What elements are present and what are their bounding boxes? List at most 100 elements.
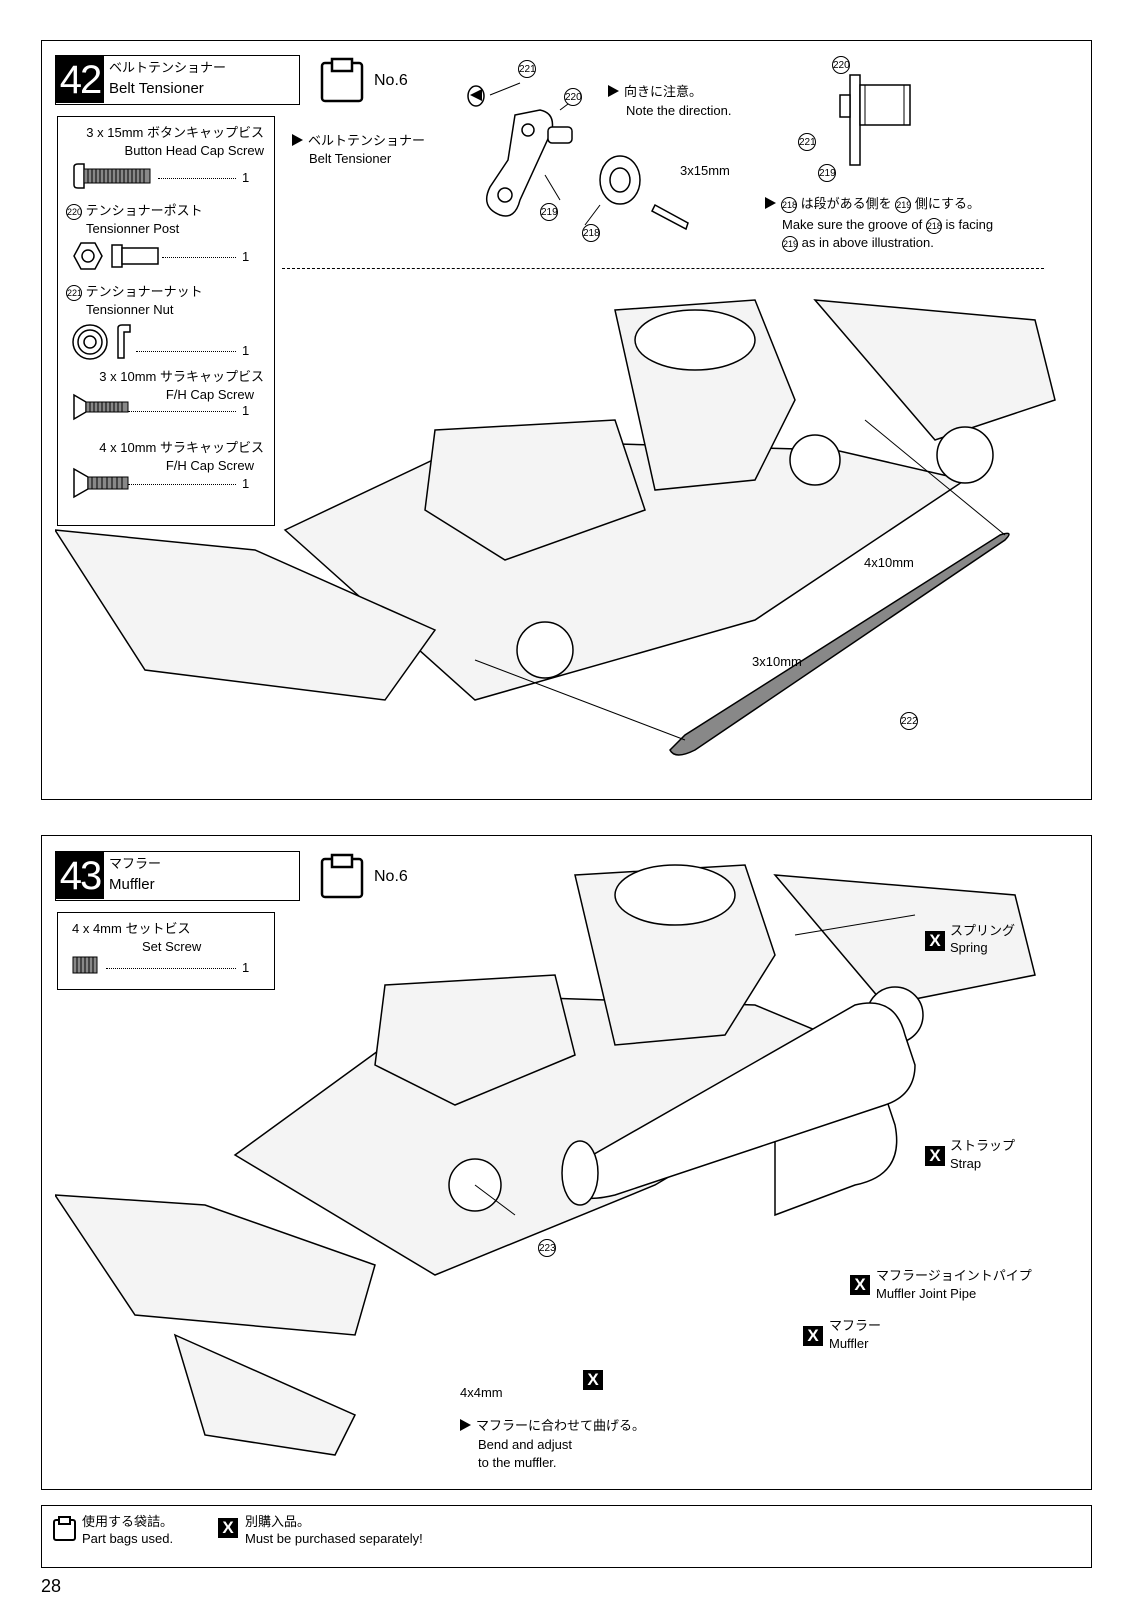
tensioner-nut-icon xyxy=(72,324,131,360)
spring-label-jp: スプリング xyxy=(950,923,1016,938)
screw-3x10-label: 3x10mm xyxy=(752,654,802,669)
bag-icon xyxy=(53,1516,76,1541)
part-3x10-name-jp: サラキャップビス xyxy=(159,369,264,384)
part-3x10-size: 3 x 10mm xyxy=(99,369,157,384)
groove-en-a: Make sure the groove of xyxy=(782,217,923,232)
legend-bag-en: Part bags used. xyxy=(82,1531,174,1546)
ref-219-callout: 219 xyxy=(540,203,558,221)
bag-icon xyxy=(320,853,366,903)
arrow-icon xyxy=(460,1419,471,1431)
qty-leader xyxy=(106,968,236,969)
step-43-bag-label: No.6 xyxy=(374,868,408,885)
ref-221-callout: 221 xyxy=(798,133,816,151)
set-screw-icon xyxy=(72,956,98,974)
groove-note: 218 は段がある側を 219 側にする。 xyxy=(765,196,980,213)
screw-4x10-label: 4x10mm xyxy=(864,555,914,570)
bend-note-en-2: to the muffler. xyxy=(478,1455,557,1470)
qty-leader xyxy=(128,484,236,485)
joint-label-jp: マフラージョイントパイプ xyxy=(876,1268,1032,1283)
step-42-bag-label: No.6 xyxy=(374,72,408,89)
qty-leader xyxy=(136,351,236,352)
part-3x15-label: 3 x 15mm ボタンキャップビス xyxy=(64,125,264,141)
belt-tensioner-callout-en: Belt Tensioner xyxy=(309,151,392,166)
purchase-separately-icon: X xyxy=(925,931,945,951)
purchase-separately-icon: X xyxy=(583,1370,603,1390)
button-head-screw-icon xyxy=(73,163,151,189)
page-number: 28 xyxy=(41,1576,62,1596)
legend-box: 使用する袋詰。 Part bags used. X 別購入品。 Must be … xyxy=(41,1505,1092,1568)
chassis-drawing-step42 xyxy=(55,299,1056,756)
screw-4x4-label: 4x4mm xyxy=(460,1385,503,1400)
part-220-qty: 1 xyxy=(242,249,250,264)
purchase-separately-icon: X xyxy=(925,1146,945,1166)
tensioner-post-icon xyxy=(73,242,159,270)
step-42-parts-box: 3 x 15mm ボタンキャップビス Button Head Cap Screw… xyxy=(57,116,275,526)
purchase-separately-icon: X xyxy=(218,1518,238,1538)
tensioner-detail-drawing xyxy=(839,74,911,166)
bend-note: マフラーに合わせて曲げる。 xyxy=(460,1418,645,1434)
legend-bag-jp: 使用する袋詰。 xyxy=(82,1514,174,1529)
strap-label-jp: ストラップ xyxy=(950,1138,1016,1153)
part-221-name-en: Tensionner Nut xyxy=(86,302,174,317)
purchase-separately-icon: X xyxy=(850,1275,870,1295)
belt-tensioner-callout: ベルトテンショナー xyxy=(292,133,425,149)
ref-220-callout: 220 xyxy=(832,56,850,74)
ref-219-badge: 219 xyxy=(782,236,798,252)
part-4x4-name-en: Set Screw xyxy=(142,939,202,954)
legend-separate-jp: 別購入品。 xyxy=(245,1514,311,1529)
step-43-number: 43 xyxy=(56,852,104,899)
bag-icon xyxy=(320,57,366,107)
step-42-title-jp: ベルトテンショナー xyxy=(109,60,227,75)
callout-jp: ベルトテンショナー xyxy=(308,133,426,148)
ref-219-callout: 219 xyxy=(818,164,836,182)
ref-221-badge: 221 xyxy=(66,285,82,301)
chassis-drawing-step43 xyxy=(55,864,1036,1456)
groove-jp-d: 側にする。 xyxy=(914,196,981,211)
step-43-parts-box: 4 x 4mm セットビス Set Screw 1 xyxy=(57,912,275,990)
strap-label-en: Strap xyxy=(950,1156,982,1171)
bend-note-en-1: Bend and adjust xyxy=(478,1437,572,1452)
muffler-label-en: Muffler xyxy=(829,1336,869,1351)
step-42-number: 42 xyxy=(56,56,104,103)
part-4x4-qty: 1 xyxy=(242,960,250,975)
qty-leader xyxy=(158,178,236,179)
ref-221-callout: 221 xyxy=(518,60,536,78)
spring-label-en: Spring xyxy=(950,940,988,955)
ref-222-callout: 222 xyxy=(900,712,918,730)
ref-220-badge: 220 xyxy=(66,204,82,220)
part-4x10-label: 4 x 10mm サラキャップビス xyxy=(64,440,264,456)
ref-218-badge: 218 xyxy=(781,197,797,213)
part-3x10-label: 3 x 10mm サラキャップビス xyxy=(64,369,264,385)
joint-label-en: Muffler Joint Pipe xyxy=(876,1286,977,1301)
part-4x4-label: 4 x 4mm セットビス xyxy=(72,921,190,937)
direction-note-en: Note the direction. xyxy=(626,103,732,118)
section-divider xyxy=(282,268,1044,269)
muffler-label-jp: マフラー xyxy=(829,1318,882,1333)
part-4x10-name-jp: サラキャップビス xyxy=(159,440,264,455)
qty-leader xyxy=(128,411,236,412)
part-221-qty: 1 xyxy=(242,343,250,358)
part-220-label: 220 テンショナーポスト xyxy=(66,203,203,220)
part-4x4-name-jp: セットビス xyxy=(125,921,191,936)
part-3x15-qty: 1 xyxy=(242,170,250,185)
part-4x10-qty: 1 xyxy=(242,476,250,491)
step-43-title-jp: マフラー xyxy=(109,856,162,871)
arrow-icon xyxy=(292,134,303,146)
qty-leader xyxy=(162,257,236,258)
groove-note-en-1: Make sure the groove of 218 is facing xyxy=(782,217,993,234)
groove-note-en-2: 219 as in above illustration. xyxy=(782,235,934,252)
direction-jp: 向きに注意。 xyxy=(624,84,703,99)
part-4x4-size: 4 x 4mm xyxy=(72,921,122,936)
screw-3x15-label: 3x15mm xyxy=(680,163,730,178)
flat-head-screw-icon xyxy=(73,467,129,499)
purchase-separately-icon: X xyxy=(803,1326,823,1346)
ref-218-badge: 218 xyxy=(925,218,942,234)
legend-separate-en: Must be purchased separately! xyxy=(245,1531,423,1546)
bend-jp: マフラーに合わせて曲げる。 xyxy=(476,1418,646,1433)
direction-note: 向きに注意。 xyxy=(608,84,702,100)
ref-220-callout: 220 xyxy=(564,88,582,106)
part-3x10-name-en: F/H Cap Screw xyxy=(165,387,254,402)
part-221-label: 221 テンショナーナット xyxy=(66,284,203,301)
part-4x10-size: 4 x 10mm xyxy=(99,440,157,455)
step-43-title-en: Muffler xyxy=(109,876,155,893)
